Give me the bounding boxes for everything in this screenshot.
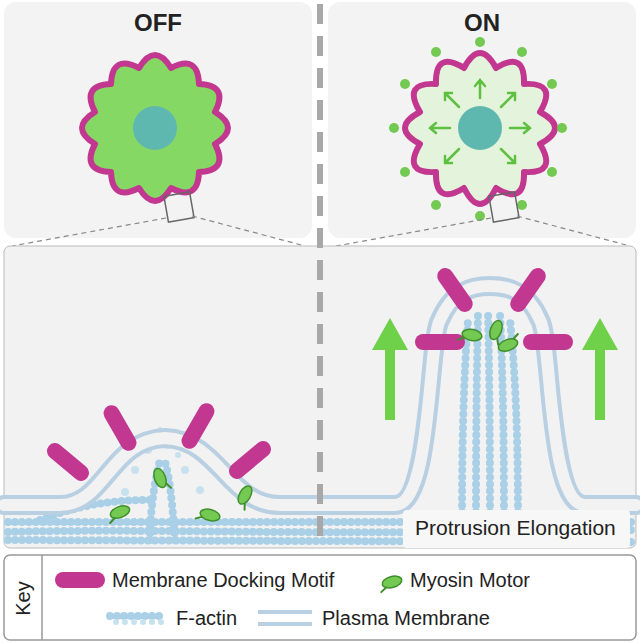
key-box	[4, 555, 636, 640]
off-panel	[4, 2, 312, 238]
docking-motifs	[44, 265, 573, 484]
on-panel: ON	[328, 2, 636, 238]
legend-text: Membrane Docking Motif	[112, 569, 334, 592]
heading: Protrusion Elongation	[415, 516, 618, 540]
heading: OFF	[4, 9, 312, 37]
heading: ON	[328, 9, 636, 37]
off-cell	[12, 55, 305, 246]
state-label: Protrusion Elongation	[403, 510, 630, 548]
myosin-motors	[106, 319, 522, 525]
on-panel	[328, 2, 636, 238]
divider	[317, 4, 323, 546]
key-title: Key	[12, 581, 35, 615]
legend-text: Plasma Membrane	[322, 607, 490, 630]
key-divider	[41, 555, 43, 640]
off-panel: OFF	[4, 2, 312, 238]
on-cell	[336, 37, 630, 246]
legend-text: F-actin	[176, 607, 237, 630]
elongation-arrows	[372, 318, 618, 420]
legend-text: Myosin Motor	[410, 569, 530, 592]
